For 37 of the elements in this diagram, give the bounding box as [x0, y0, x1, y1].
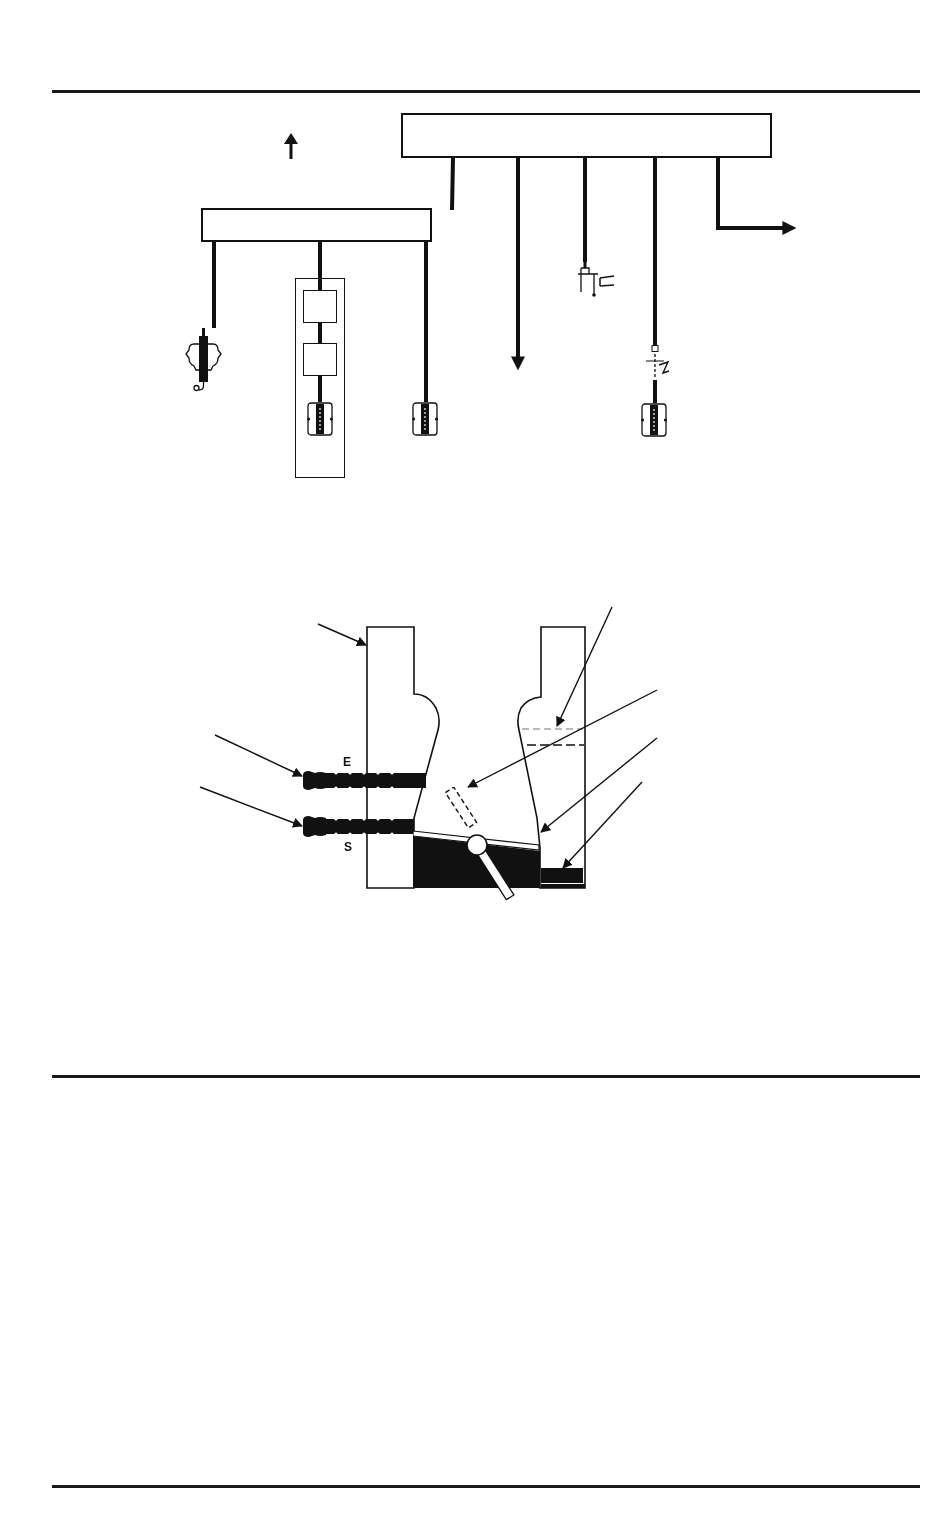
leader-line: [199, 786, 303, 828]
wire: [450, 157, 455, 211]
chamber-wall: [366, 626, 442, 890]
wire: [318, 242, 322, 290]
lever-arm: [413, 829, 541, 903]
lever-outline: [444, 787, 478, 828]
port-letter: E: [343, 755, 351, 769]
component-box: [201, 208, 432, 242]
switch-icon: [578, 262, 616, 298]
leader-line: [540, 737, 658, 833]
connector-icon: [641, 403, 667, 437]
component-box: [302, 289, 337, 323]
module-panel: [295, 278, 345, 478]
hose-nipple: [302, 815, 414, 838]
hose-nipple: [302, 770, 426, 791]
leader-line: [556, 606, 613, 727]
wire-arrow: [511, 158, 525, 371]
wire: [318, 376, 322, 402]
fluid-band: [541, 868, 583, 883]
wire: [318, 323, 322, 343]
port-letter: S: [344, 840, 352, 854]
connector-icon: [306, 401, 333, 436]
wire: [653, 158, 657, 345]
wire: [212, 242, 216, 328]
wire: [583, 158, 587, 262]
leader-line: [562, 781, 643, 869]
leader-line: [467, 689, 658, 788]
wire: [424, 242, 428, 402]
leader-line: [317, 623, 367, 646]
connector-icon: [412, 402, 438, 436]
sensor-icon: [185, 328, 222, 392]
leader-line: [214, 734, 303, 777]
level-mark: [522, 726, 585, 748]
wire-arrow: [716, 158, 797, 235]
component-box: [302, 342, 337, 376]
wire: [653, 380, 657, 403]
component-box: [401, 113, 772, 158]
